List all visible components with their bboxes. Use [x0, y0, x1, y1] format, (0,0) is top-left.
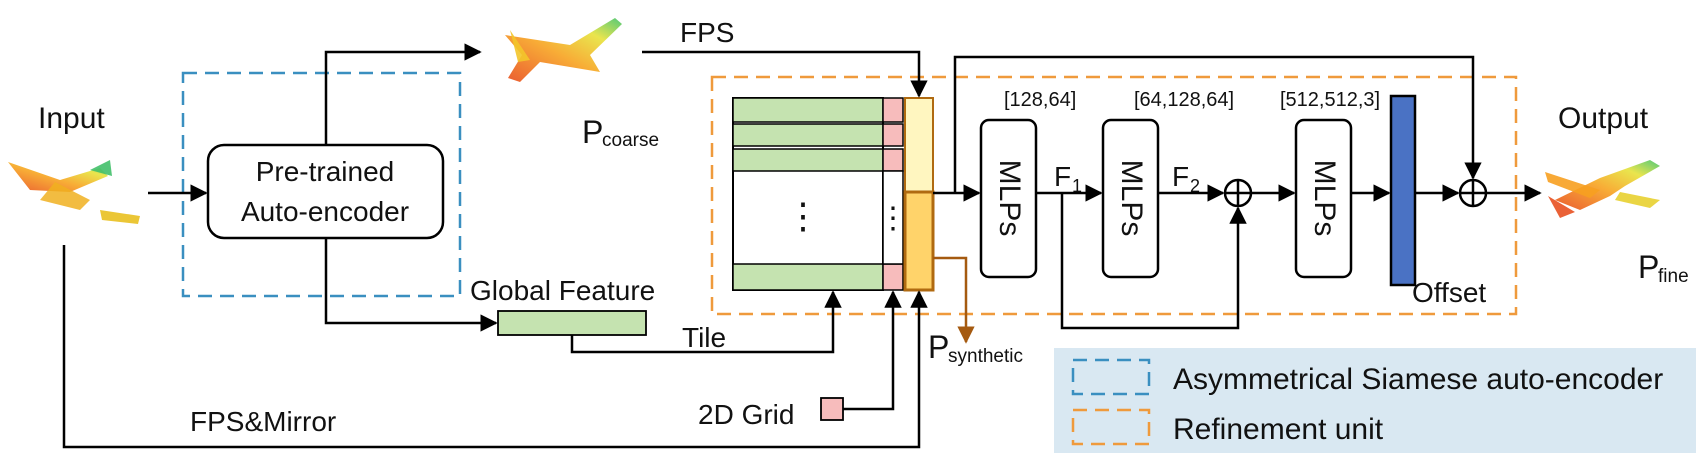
svg-text:P: P [1638, 249, 1659, 285]
svg-text:F: F [1054, 161, 1071, 192]
refinement-unit-region [710, 75, 1518, 316]
f2-label: F 2 [1172, 161, 1200, 196]
svg-text:MLPs: MLPs [1115, 160, 1148, 237]
siamese-autoencoder-region [181, 71, 462, 298]
global-feature-label: Global Feature [470, 275, 655, 306]
svg-text:1: 1 [1072, 176, 1082, 196]
point-concat-column [903, 97, 935, 292]
mlp-block-3: [512,512,3] MLPs [1280, 89, 1380, 279]
fine-airplane-point-cloud-icon [1545, 160, 1660, 218]
legend-label-siamese: Asymmetrical Siamese auto-encoder [1173, 363, 1663, 396]
legend-label-refinement: Refinement unit [1173, 413, 1384, 446]
fps-mirror-label: FPS&Mirror [190, 406, 336, 437]
svg-text:coarse: coarse [602, 130, 659, 151]
p-coarse-label: P coarse [582, 114, 659, 151]
svg-text:[128,64]: [128,64] [1004, 89, 1076, 111]
p-synthetic-label: P synthetic [928, 329, 1023, 367]
mlp-block-2: [64,128,64] MLPs [1101, 89, 1234, 279]
output-label: Output [1558, 102, 1649, 135]
element-wise-sum-icon [1223, 178, 1253, 208]
svg-text:MLPs: MLPs [1308, 160, 1341, 237]
svg-text:2: 2 [1190, 176, 1200, 196]
pretrained-autoencoder-box: Pre-trained Auto-encoder [206, 143, 445, 240]
legend: Asymmetrical Siamese auto-encoder Refine… [1054, 348, 1696, 453]
mlp-block-1: [128,64] MLPs [979, 89, 1076, 279]
matrix-ellipsis-narrow: ⋮ [878, 202, 908, 235]
svg-text:fine: fine [1658, 266, 1689, 287]
input-airplane-point-cloud-icon [8, 160, 140, 224]
legend-swatch-siamese [1071, 358, 1151, 396]
svg-text:Auto-encoder: Auto-encoder [241, 196, 409, 227]
svg-text:[64,128,64]: [64,128,64] [1134, 89, 1234, 111]
feature-matrix: ⋮ ⋮ [732, 97, 908, 291]
input-label: Input [38, 102, 105, 135]
legend-swatch-refinement [1071, 408, 1151, 446]
offset-label: Offset [1412, 277, 1486, 308]
2d-grid-label: 2D Grid [698, 399, 794, 430]
p-fine-label: P fine [1638, 249, 1689, 287]
tile-label: Tile [682, 322, 726, 353]
connection-arrows [62, 43, 1542, 449]
matrix-ellipsis: ⋮ [785, 195, 821, 236]
svg-text:[512,512,3]: [512,512,3] [1280, 89, 1380, 111]
f1-label: F 1 [1054, 161, 1082, 196]
fps-label: FPS [680, 17, 734, 48]
svg-text:P: P [928, 329, 949, 365]
offset-bar [1389, 94, 1417, 287]
svg-text:MLPs: MLPs [993, 160, 1026, 237]
coarse-airplane-point-cloud-icon [505, 18, 622, 82]
svg-text:F: F [1172, 161, 1189, 192]
svg-text:synthetic: synthetic [948, 346, 1023, 367]
output-sum-icon [1458, 178, 1488, 208]
svg-text:P: P [582, 114, 603, 150]
svg-text:Pre-trained: Pre-trained [256, 156, 395, 187]
global-feature-bar [497, 310, 647, 336]
2d-grid-square [820, 397, 844, 421]
